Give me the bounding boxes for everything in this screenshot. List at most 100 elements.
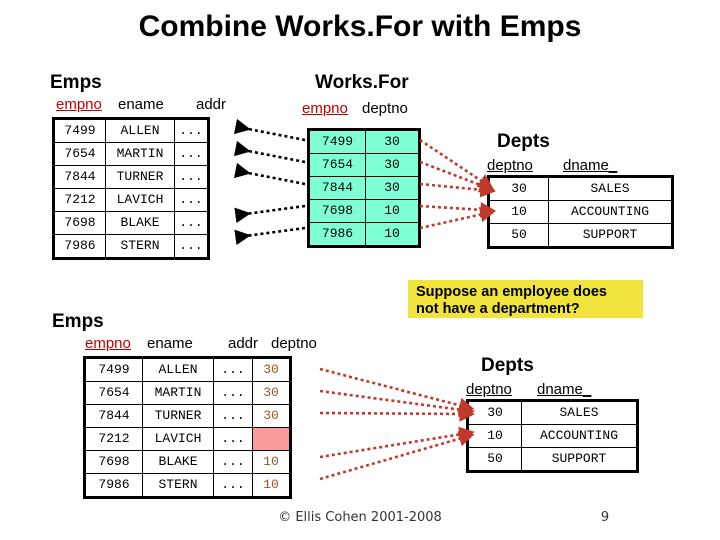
- cell-deptno: 10: [488, 200, 549, 224]
- cell-dname: ACCOUNTING: [548, 200, 673, 224]
- table-row: 7844 TURNER ...: [53, 165, 209, 189]
- emps-top-header-ename: ename: [118, 96, 164, 113]
- emps-bottom-header-deptno: deptno: [271, 335, 317, 352]
- table-row: 7698 10: [308, 199, 420, 223]
- cell-addr: ...: [174, 211, 209, 235]
- depts-bottom-header-deptno: deptno: [466, 381, 512, 398]
- emps-bottom-header-ename: ename: [147, 335, 193, 352]
- cell-ename: LAVICH: [105, 188, 175, 212]
- cell-empno: 7986: [84, 473, 143, 498]
- depts-bottom-table: 30 SALES 10 ACCOUNTING 50 SUPPORT: [466, 399, 639, 473]
- cell-deptno: 30: [252, 404, 291, 428]
- emps-bottom-header-empno: empno: [85, 335, 131, 352]
- cell-addr: ...: [174, 118, 209, 143]
- cell-deptno: 50: [467, 447, 522, 472]
- cell-empno: 7844: [84, 404, 143, 428]
- cell-dname: SUPPORT: [548, 223, 673, 248]
- table-row: 30 SALES: [467, 400, 638, 425]
- emps-top-header-empno: empno: [56, 96, 102, 113]
- table-row: 7654 30: [308, 153, 420, 177]
- cell-ename: TURNER: [142, 404, 214, 428]
- emps-top-table-name: Emps: [50, 72, 102, 93]
- cell-dname: SALES: [521, 400, 638, 425]
- table-row: 30 SALES: [488, 176, 673, 201]
- cell-deptno: 50: [488, 223, 549, 248]
- cell-deptno: 10: [252, 473, 291, 498]
- cell-addr: ...: [174, 234, 209, 259]
- cell-addr: ...: [174, 165, 209, 189]
- cell-empno: 7986: [308, 222, 366, 247]
- emps-top-header-addr: addr: [196, 96, 227, 113]
- worksfor-header-deptno: deptno: [362, 100, 408, 117]
- table-row: 7212 LAVICH ...: [53, 188, 209, 212]
- table-row: 50 SUPPORT: [467, 447, 638, 472]
- table-row: 7212 LAVICH ...: [84, 427, 291, 451]
- table-row: 7499 30: [308, 129, 420, 154]
- depts-bottom-table-name: Depts: [481, 355, 534, 376]
- footer-page-number: 9: [600, 510, 610, 525]
- table-row: 7698 BLAKE ...: [53, 211, 209, 235]
- emps-bottom-table-name: Emps: [52, 311, 104, 332]
- cell-deptno: 10: [252, 450, 291, 474]
- cell-empno: 7499: [84, 357, 143, 382]
- cell-ename: MARTIN: [142, 381, 214, 405]
- cell-addr: ...: [174, 188, 209, 212]
- cell-ename: MARTIN: [105, 142, 175, 166]
- table-row: 10 ACCOUNTING: [488, 200, 673, 224]
- depts-top-header-deptno: deptno: [487, 157, 533, 174]
- page-title: Combine Works.For with Emps: [138, 10, 582, 43]
- cell-deptno: 10: [365, 222, 420, 247]
- callout-line-2: not have a department?: [416, 301, 580, 317]
- cell-empno: 7844: [53, 165, 106, 189]
- cell-ename: BLAKE: [105, 211, 175, 235]
- worksfor-table-name: Works.For: [315, 72, 409, 93]
- cell-ename: ALLEN: [142, 357, 214, 382]
- table-row: 7986 STERN ...: [53, 234, 209, 259]
- cell-ename: STERN: [105, 234, 175, 259]
- cell-deptno: 30: [365, 153, 420, 177]
- cell-empno: 7212: [84, 427, 143, 451]
- depts-top-table-name: Depts: [497, 131, 550, 152]
- table-row: 7499 ALLEN ... 30: [84, 357, 291, 382]
- cell-deptno-missing: [252, 427, 291, 451]
- emps-top-table: 7499 ALLEN ... 7654 MARTIN ... 7844 TURN…: [52, 117, 210, 260]
- cell-empno: 7499: [308, 129, 366, 154]
- arrow-worksfor-to-depts: [419, 138, 496, 230]
- cell-ename: LAVICH: [142, 427, 214, 451]
- cell-deptno: 30: [488, 176, 549, 201]
- table-row: 7654 MARTIN ...: [53, 142, 209, 166]
- cell-addr: ...: [213, 473, 253, 498]
- cell-empno: 7986: [53, 234, 106, 259]
- table-row: 7698 BLAKE ... 10: [84, 450, 291, 474]
- callout-note: Suppose an employee does not have a depa…: [408, 280, 643, 318]
- table-row: 50 SUPPORT: [488, 223, 673, 248]
- cell-empno: 7212: [53, 188, 106, 212]
- cell-dname: ACCOUNTING: [521, 424, 638, 448]
- depts-top-table: 30 SALES 10 ACCOUNTING 50 SUPPORT: [487, 175, 674, 249]
- worksfor-table: 7499 30 7654 30 7844 30 7698 10 7986 10: [307, 128, 421, 248]
- cell-addr: ...: [213, 427, 253, 451]
- cell-addr: ...: [213, 404, 253, 428]
- footer-copyright: © Ellis Cohen 2001-2008: [278, 510, 442, 525]
- cell-empno: 7654: [84, 381, 143, 405]
- arrow-emps-to-depts-bottom: [319, 367, 475, 481]
- cell-empno: 7499: [53, 118, 106, 143]
- table-row: 7844 30: [308, 176, 420, 200]
- cell-empno: 7698: [53, 211, 106, 235]
- emps-bottom-table: 7499 ALLEN ... 30 7654 MARTIN ... 30 784…: [83, 356, 292, 499]
- cell-empno: 7654: [53, 142, 106, 166]
- cell-ename: BLAKE: [142, 450, 214, 474]
- worksfor-header-empno: empno: [302, 100, 348, 117]
- cell-deptno: 30: [252, 381, 291, 405]
- depts-bottom-header-dname: dname_: [537, 381, 592, 398]
- cell-addr: ...: [213, 450, 253, 474]
- cell-deptno: 30: [365, 176, 420, 200]
- cell-addr: ...: [213, 381, 253, 405]
- cell-deptno: 30: [252, 357, 291, 382]
- cell-ename: STERN: [142, 473, 214, 498]
- cell-ename: ALLEN: [105, 118, 175, 143]
- table-row: 7986 STERN ... 10: [84, 473, 291, 498]
- cell-empno: 7698: [84, 450, 143, 474]
- cell-deptno: 10: [365, 199, 420, 223]
